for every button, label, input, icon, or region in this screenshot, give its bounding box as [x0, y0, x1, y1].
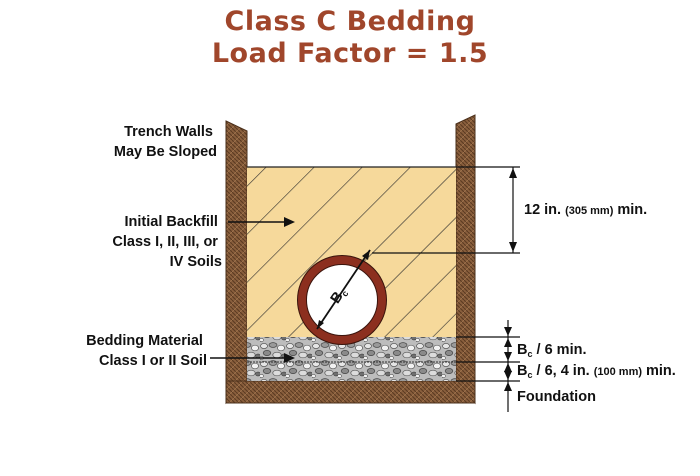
- title-line-1: Class C Bedding: [224, 6, 476, 37]
- foundation-layer: [225, 380, 476, 404]
- trench-wall-left: [225, 120, 248, 405]
- pipe-diameter-line: [316, 249, 371, 330]
- title-line-2: Load Factor = 1.5: [211, 38, 489, 69]
- dimension-bedding-side-label: Bc / 6 min.: [517, 342, 587, 359]
- foundation-label: Foundation: [517, 389, 596, 405]
- bedding-material-label: Bedding Material Class I or II Soil: [86, 333, 207, 369]
- initial-backfill-label: Initial Backfill Class I, II, III, or IV…: [112, 214, 222, 270]
- trench-wall-right: [455, 114, 476, 405]
- dimension-bedding-bottom-label: Bc / 6, 4 in.(100 mm)min.: [517, 363, 676, 380]
- bedding-gravel: [247, 337, 456, 381]
- dimension-top-label: 12 in.(305 mm)min.: [524, 202, 647, 218]
- trench-walls-label: Trench Walls May Be Sloped: [114, 124, 217, 160]
